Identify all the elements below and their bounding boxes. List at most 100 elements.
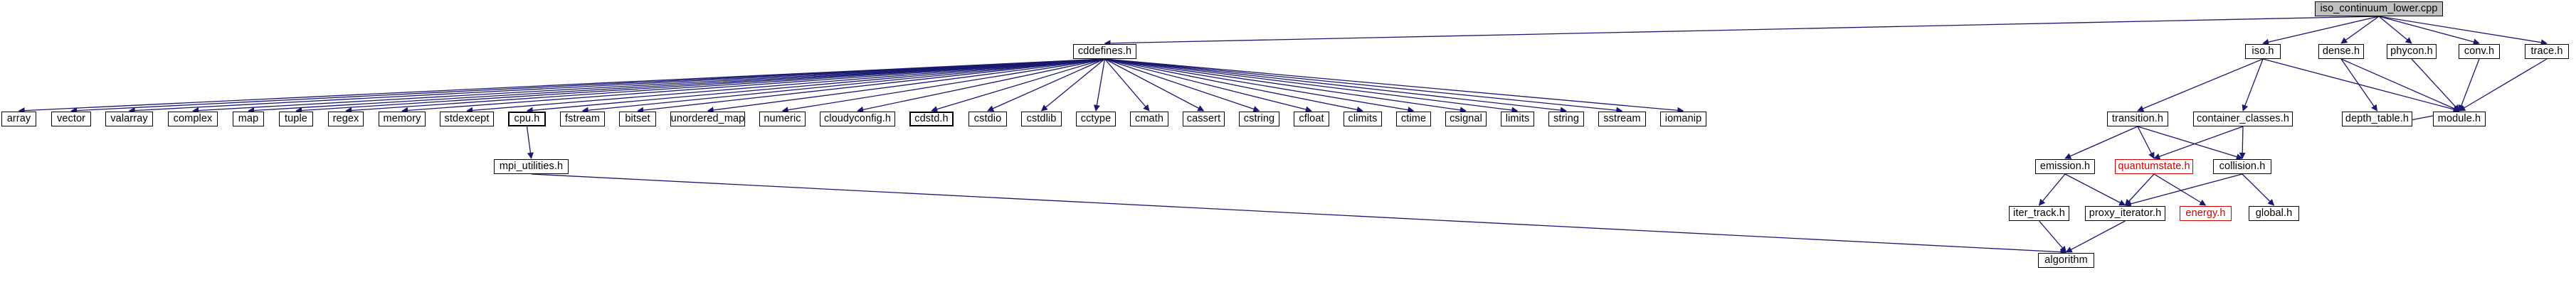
graph-node-limits[interactable]: limits [1501,112,1534,126]
edge-cddefines-h-to-cfloat [1104,58,1312,113]
graph-node-label: mpi_utilities.h [499,161,564,173]
graph-node-container-classes-h[interactable]: container_classes.h [2193,112,2293,126]
graph-node-label: limits [1505,113,1530,125]
edge-transition-h-to-quantumstate-h [2137,126,2155,159]
graph-node-iso-continuum-lower-cpp[interactable]: iso_continuum_lower.cpp [2315,1,2443,16]
edge-quantumstate-h-to-energy-h [2153,173,2207,206]
graph-node-unordered-map[interactable]: unordered_map [670,112,745,126]
graph-node-global-h[interactable]: global.h [2249,206,2299,221]
graph-node-label: phycon.h [2390,45,2433,58]
edge-cddefines-h-to-csignal [1104,58,1467,114]
graph-node-label: energy.h [2185,207,2226,220]
graph-node-cdstd-h[interactable]: cdstd.h [909,112,954,126]
graph-node-stdexcept[interactable]: stdexcept [440,112,494,126]
edge-iso-h-to-container-classes-h [2242,58,2264,112]
graph-node-trace-h[interactable]: trace.h [2525,44,2569,59]
graph-node-label: vector [56,113,86,125]
edge-proxy-iterator-h-to-algorithm [2065,220,2126,253]
graph-node-tuple[interactable]: tuple [279,112,313,126]
graph-node-energy-h[interactable]: energy.h [2180,206,2232,221]
graph-node-ctime[interactable]: ctime [1396,112,1431,126]
graph-node-cstdlib[interactable]: cstdlib [1021,112,1062,126]
graph-node-string[interactable]: string [1548,112,1584,126]
graph-node-iso-h[interactable]: iso.h [2245,44,2281,59]
graph-node-label: cstdio [973,113,1002,125]
edge-iso-continuum-lower-cpp-to-dense-h [2340,16,2380,44]
edge-cddefines-h-to-regex [345,58,1105,114]
graph-node-fstream[interactable]: fstream [560,112,605,126]
graph-node-cfloat[interactable]: cfloat [1294,112,1329,126]
edge-quantumstate-h-to-proxy-iterator-h [2124,173,2155,206]
edge-cddefines-h-to-numeric [781,58,1105,114]
graph-node-memory[interactable]: memory [379,112,426,126]
graph-node-label: quantumstate.h [2118,161,2190,173]
edge-conv-h-to-module-h [2458,58,2480,112]
edge-cddefines-h-to-cstdio [987,58,1105,112]
graph-node-transition-h[interactable]: transition.h [2107,112,2168,126]
graph-node-label: cfloat [1299,113,1324,125]
graph-node-label: tuple [285,113,307,125]
edge-cddefines-h-to-cpu-h [526,58,1105,114]
edge-collision-h-to-proxy-iterator-h [2124,173,2243,207]
graph-node-cstdio[interactable]: cstdio [968,112,1007,126]
graph-node-emission-h[interactable]: emission.h [2035,159,2095,174]
graph-node-climits[interactable]: climits [1344,112,1382,126]
edge-iso-continuum-lower-cpp-to-trace-h [2378,16,2548,46]
graph-node-cstring[interactable]: cstring [1239,112,1279,126]
edge-iso-continuum-lower-cpp-to-cddefines-h [1104,16,2380,47]
edge-transition-h-to-emission-h [2064,126,2138,159]
graph-node-vector[interactable]: vector [51,112,91,126]
edge-transition-h-to-collision-h [2137,126,2243,160]
graph-node-label: iter_track.h [2013,207,2065,220]
graph-node-complex[interactable]: complex [168,112,218,126]
graph-node-proxy-iterator-h[interactable]: proxy_iterator.h [2085,206,2165,221]
graph-node-csignal[interactable]: csignal [1445,112,1487,126]
edge-container-classes-h-to-collision-h [2239,126,2246,159]
graph-node-label: cdstd.h [914,113,949,125]
graph-node-label: string [1553,113,1580,125]
edge-cddefines-h-to-iomanip [1104,58,1684,114]
graph-node-label: iso.h [2252,45,2274,58]
graph-node-module-h[interactable]: module.h [2433,112,2486,126]
graph-node-label: stdexcept [444,113,490,125]
graph-node-cassert[interactable]: cassert [1183,112,1225,126]
graph-node-cpu-h[interactable]: cpu.h [508,112,546,126]
graph-node-dense-h[interactable]: dense.h [2318,44,2364,59]
graph-node-regex[interactable]: regex [328,112,364,126]
graph-node-depth-table-h[interactable]: depth_table.h [2342,112,2412,126]
graph-node-label: cpu.h [514,113,540,125]
graph-node-bitset[interactable]: bitset [619,112,656,126]
graph-node-phycon-h[interactable]: phycon.h [2387,44,2437,59]
edge-cpu-h-to-mpi-utilities-h [526,126,534,159]
graph-node-label: cassert [1186,113,1221,125]
graph-node-algorithm[interactable]: algorithm [2038,253,2094,268]
graph-node-numeric[interactable]: numeric [759,112,806,126]
edge-cddefines-h-to-valarray [128,58,1105,114]
graph-node-array[interactable]: array [1,112,36,126]
graph-node-label: cstring [1243,113,1275,125]
edge-cddefines-h-to-complex [192,58,1105,114]
graph-node-valarray[interactable]: valarray [105,112,153,126]
edge-cddefines-h-to-fstream [581,58,1105,114]
edge-cddefines-h-to-cstring [1104,58,1260,112]
graph-node-conv-h[interactable]: conv.h [2459,44,2500,59]
graph-node-label: memory [383,113,421,125]
graph-node-iomanip[interactable]: iomanip [1660,112,1706,126]
edge-iso-continuum-lower-cpp-to-conv-h [2378,16,2480,45]
graph-node-cmath[interactable]: cmath [1130,112,1168,126]
graph-node-quantumstate-h[interactable]: quantumstate.h [2115,159,2193,174]
graph-node-sstream[interactable]: sstream [1598,112,1646,126]
graph-node-collision-h[interactable]: collision.h [2213,159,2271,174]
graph-node-label: ctime [1400,113,1427,125]
graph-node-mpi-utilities-h[interactable]: mpi_utilities.h [494,159,569,174]
graph-node-cctype[interactable]: cctype [1076,112,1116,126]
graph-node-label: collision.h [2219,161,2266,173]
graph-node-cloudyconfig-h[interactable]: cloudyconfig.h [820,112,895,126]
edge-cddefines-h-to-vector [70,58,1105,114]
edge-iso-continuum-lower-cpp-to-phycon-h [2378,16,2412,44]
graph-node-map[interactable]: map [233,112,264,126]
graph-node-cddefines-h[interactable]: cddefines.h [1073,44,1136,59]
graph-node-iter-track-h[interactable]: iter_track.h [2009,206,2069,221]
graph-node-label: cmath [1135,113,1163,125]
